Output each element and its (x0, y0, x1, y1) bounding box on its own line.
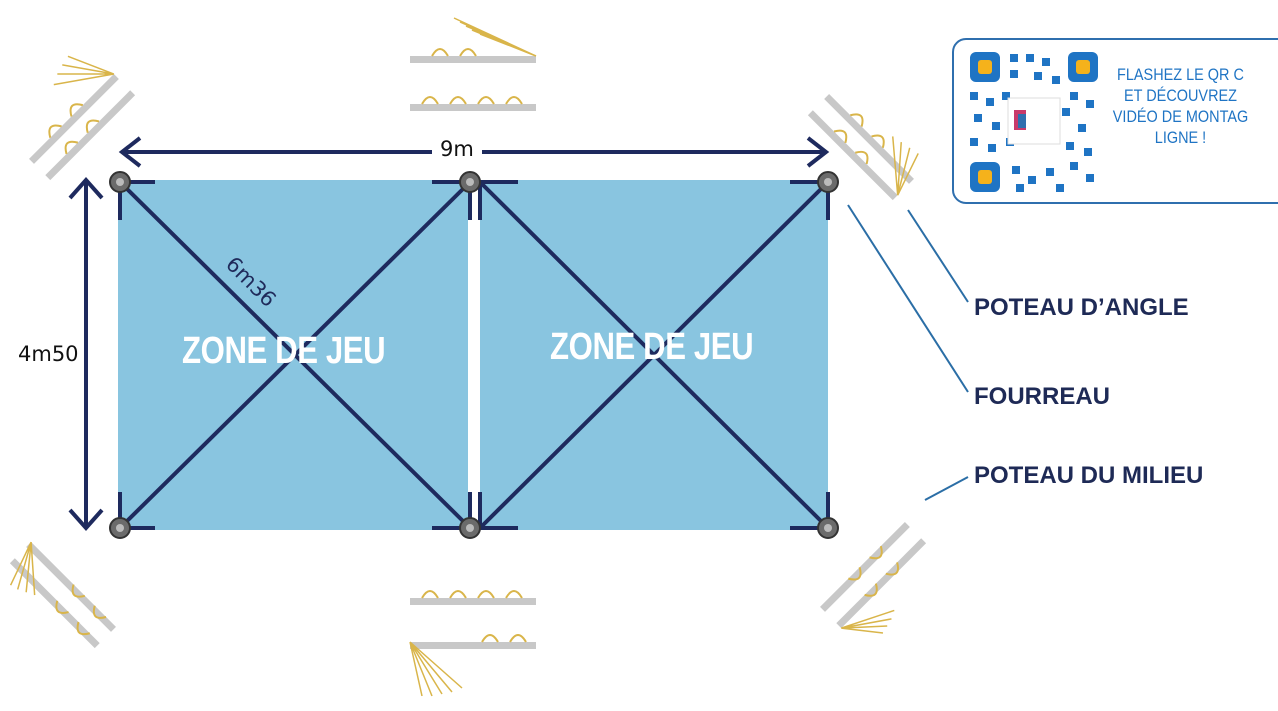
posts (109, 171, 839, 539)
qr-line: VIDÉO DE MONTAG (1112, 107, 1249, 126)
corner-post-icon (109, 171, 131, 193)
pole-bundle-icon (820, 522, 927, 634)
width-label: 9m (432, 137, 482, 161)
middle-post-icon (459, 517, 481, 539)
qr-code-icon (966, 48, 1102, 196)
callout-corner-post: POTEAU D’ANGLE (974, 294, 1189, 321)
pole-bundle-icon (29, 55, 136, 181)
qr-line: FLASHEZ LE QR C (1117, 65, 1244, 84)
diagonal-cables (118, 180, 830, 530)
qr-line: ET DÉCOUVREZ (1124, 86, 1237, 105)
pole-bundle-icon (410, 17, 537, 111)
callout-sleeve: FOURREAU (974, 383, 1110, 410)
pole-bundle-icon (409, 590, 536, 697)
height-label: 4m50 (18, 342, 79, 366)
zone-label-left: ZONE DE JEU (182, 330, 386, 372)
height-dimension-arrow (68, 176, 104, 532)
corner-post-icon (817, 171, 839, 193)
qr-line: LIGNE ! (1154, 128, 1207, 147)
pole-bundle-icon (807, 94, 919, 201)
qr-card[interactable]: FLASHEZ LE QR C ET DÉCOUVREZ VIDÉO DE MO… (952, 38, 1278, 204)
corner-post-icon (817, 517, 839, 539)
corner-post-icon (109, 517, 131, 539)
callout-middle-post: POTEAU DU MILIEU (974, 462, 1204, 489)
qr-instructions: FLASHEZ LE QR C ET DÉCOUVREZ VIDÉO DE MO… (1104, 64, 1257, 148)
zone-label-right: ZONE DE JEU (550, 326, 754, 368)
pole-bundle-icon (9, 541, 116, 649)
callout-leaders (847, 204, 969, 501)
middle-post-icon (459, 171, 481, 193)
